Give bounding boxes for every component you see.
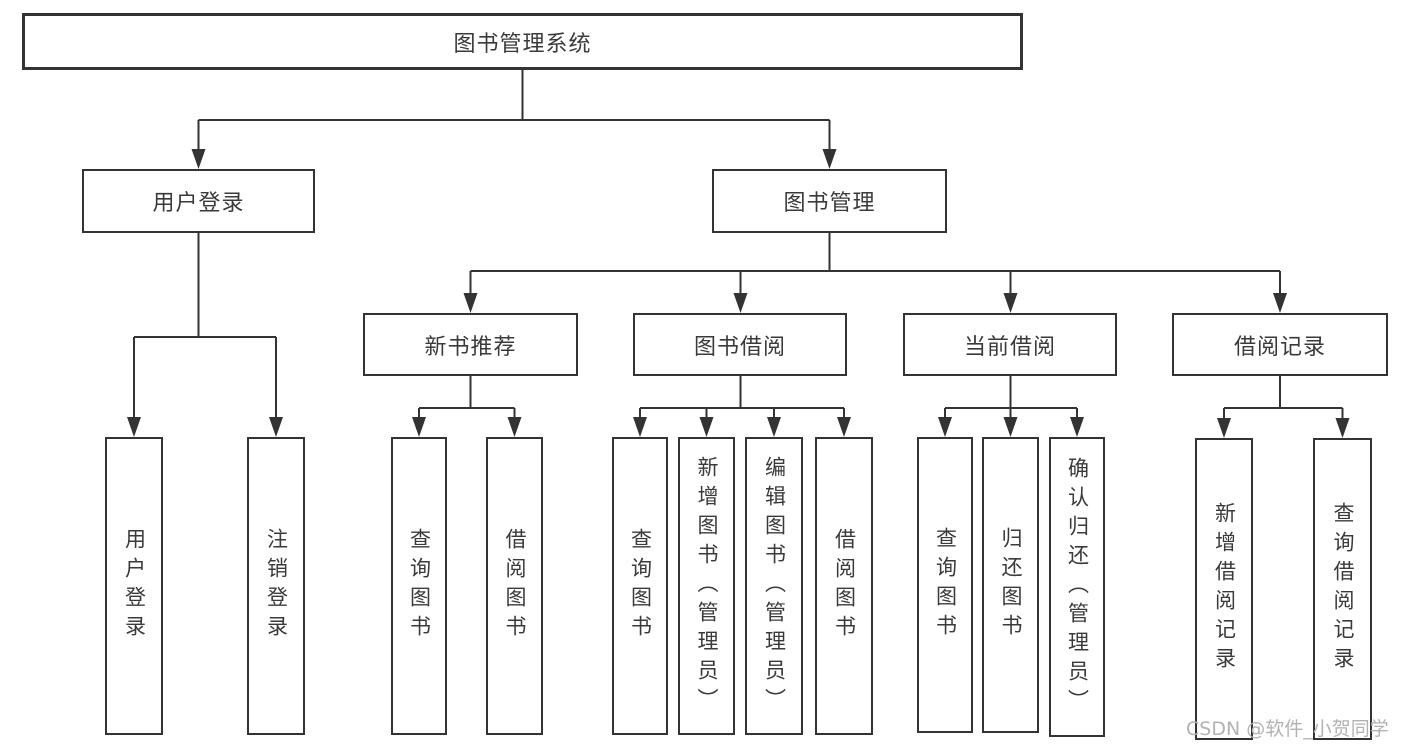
leaf-confirm-return-admin: 确认归还（管理员） [1049, 437, 1105, 737]
connector-root-to-branches [191, 70, 837, 169]
node-new-book-recommendation: 新书推荐 [363, 313, 578, 376]
node-library-system: 图书管理系统 [22, 13, 1023, 70]
connector-borrowing-records-to-leaves [1217, 376, 1350, 438]
connector-user-login-to-leaves [127, 233, 283, 437]
leaf-add-books-admin: 新增图书（管理员） [678, 437, 735, 735]
leaf-search-books-recommend: 查询图书 [391, 437, 447, 735]
leaf-logout: 注销登录 [247, 437, 305, 735]
leaf-borrow-books-recommend: 借阅图书 [486, 437, 543, 735]
connector-current-borrowing-to-leaves [938, 376, 1084, 437]
leaf-search-books-borrowing: 查询图书 [612, 437, 668, 735]
leaf-borrow-books: 借阅图书 [815, 437, 873, 735]
leaf-search-books-current: 查询图书 [917, 437, 973, 733]
connector-new-book-to-leaves [412, 376, 522, 437]
leaf-edit-books-admin: 编辑图书（管理员） [745, 437, 803, 735]
leaf-search-borrow-record: 查询借阅记录 [1313, 438, 1372, 740]
csdn-watermark: CSDN @软件_小贺同学 [1186, 718, 1389, 740]
leaf-add-borrow-record: 新增借阅记录 [1195, 438, 1253, 740]
leaf-user-login: 用户登录 [105, 437, 163, 735]
node-borrowing-records: 借阅记录 [1172, 313, 1388, 376]
node-user-login: 用户登录 [82, 169, 315, 233]
node-current-borrowing: 当前借阅 [903, 313, 1117, 376]
connector-book-management-to-level3 [463, 233, 1287, 313]
leaf-return-books: 归还图书 [982, 437, 1039, 733]
node-book-borrowing: 图书借阅 [633, 313, 847, 376]
connector-book-borrowing-to-leaves [633, 376, 851, 437]
node-book-management: 图书管理 [712, 169, 947, 233]
